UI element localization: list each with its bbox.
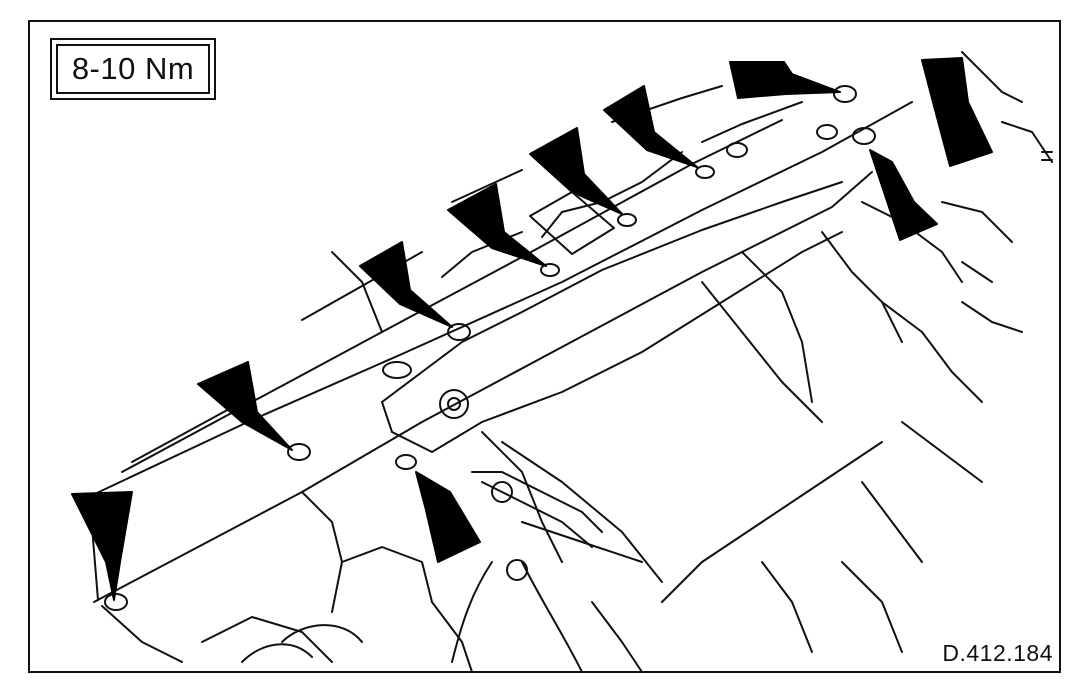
arrow-6 [603, 85, 698, 168]
arrow-1 [71, 491, 133, 601]
bolt-hole-12 [726, 142, 748, 158]
figure-frame: 8-10 Nm D.412.184 [28, 20, 1061, 673]
bolt-hole-2 [287, 443, 311, 461]
arrow-9 [869, 149, 938, 241]
bolt-hole-3 [447, 323, 471, 341]
center-bolt [439, 389, 469, 419]
arrow-10 [415, 471, 481, 563]
arrow-8 [921, 57, 993, 167]
cowl-panel-top-edge [83, 101, 913, 500]
torque-spec-label: 8-10 Nm [56, 44, 210, 94]
cowl-panel-lip [101, 605, 183, 663]
bolt-hole-5 [617, 213, 637, 227]
torque-spec-box: 8-10 Nm [50, 38, 216, 100]
bolt-hole-6 [695, 165, 715, 179]
bolt-hole-1 [104, 593, 128, 611]
bolt-hole-10 [395, 454, 417, 470]
bolt-hole-8 [852, 127, 876, 145]
bolt-hole-4 [540, 263, 560, 277]
bolt-hole-7 [833, 85, 857, 103]
hose-clamp [506, 559, 528, 581]
bolt-hole-11 [382, 361, 412, 379]
figure-reference-number: D.412.184 [942, 640, 1053, 666]
arrow-3 [359, 241, 453, 328]
bolt-hole-9 [816, 124, 838, 140]
arrow-5 [529, 127, 623, 215]
arrow-2 [197, 361, 293, 451]
engine-bay-illustration [71, 51, 1053, 673]
arrow-7 [729, 61, 841, 99]
vent-grille [529, 191, 615, 255]
arrow-4 [447, 183, 547, 267]
